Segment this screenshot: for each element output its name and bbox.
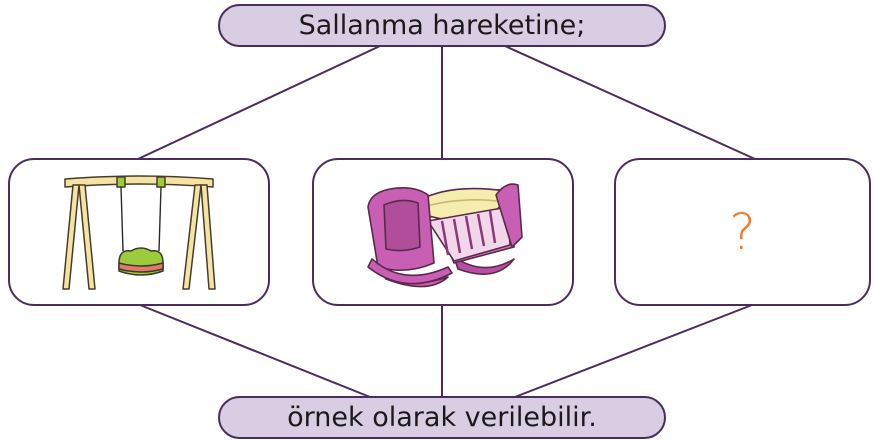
swing-icon [62, 175, 216, 290]
example-box-cradle [312, 158, 574, 306]
bottom-label-pill: örnek olarak verilebilir. [218, 396, 666, 439]
top-label: Sallanma hareketine; [298, 10, 586, 41]
cradle-icon [367, 183, 523, 288]
bottom-label: örnek olarak verilebilir. [287, 402, 597, 433]
example-box-swing [8, 158, 270, 306]
question-mark-icon: ? [729, 203, 756, 261]
top-label-pill: Sallanma hareketine; [218, 4, 666, 47]
example-box-unknown: ? [614, 158, 871, 306]
